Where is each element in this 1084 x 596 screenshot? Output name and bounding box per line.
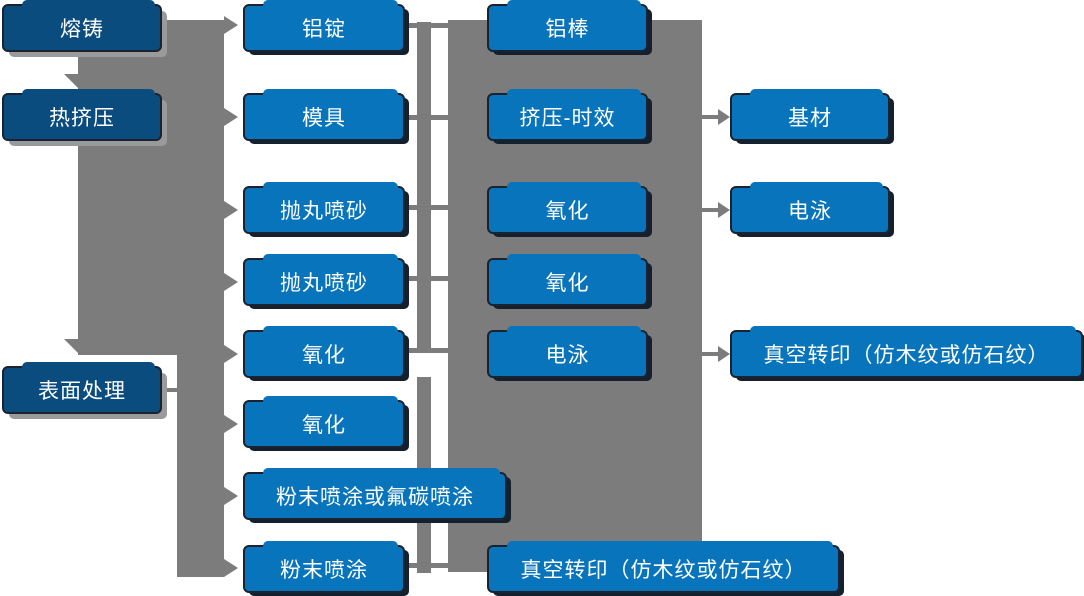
arrow-to-aluminum-ingot (224, 16, 238, 34)
arrow-to-oxidation-1 (224, 345, 238, 363)
node-powder-or-fluorocarbon-coating: 粉末喷涂或氟碳喷涂 (243, 468, 507, 520)
connector-vertical-line-upper (417, 22, 431, 353)
band-surface-treatment (177, 350, 224, 577)
band-casting-extrusion (78, 20, 224, 355)
arrow-to-shot-blasting-1 (224, 201, 238, 219)
connector-surface-treatment-stub (160, 388, 177, 392)
node-substrate: 基材 (730, 89, 890, 141)
node-oxidation-3: 氧化 (487, 182, 648, 234)
node-aluminum-rod: 铝棒 (487, 0, 648, 52)
node-extrusion-aging: 挤压-时效 (487, 89, 648, 141)
shaft-to-vacuum-transfer (702, 352, 720, 356)
node-vacuum-transfer-print-1: 真空转印（仿木纹或仿石纹） (487, 541, 840, 593)
tick-shot-blasting-2 (405, 276, 448, 281)
tick-mold (405, 115, 448, 120)
node-oxidation-4: 氧化 (487, 254, 648, 306)
arrow-down-to-hot-extrusion (64, 74, 92, 88)
node-mold: 模具 (243, 89, 405, 141)
arrow-to-vacuum-transfer (718, 346, 730, 362)
node-oxidation-1: 氧化 (243, 326, 405, 378)
arrow-to-powder-coating (224, 559, 238, 577)
arrow-to-powder-fluorocarbon (224, 487, 238, 505)
tick-oxidation-1 (405, 348, 448, 353)
node-shot-blasting-1: 抛丸喷砂 (243, 182, 405, 234)
tick-powder-coating-row (405, 563, 448, 568)
node-shot-blasting-2: 抛丸喷砂 (243, 254, 405, 306)
node-surface-treatment: 表面处理 (2, 362, 162, 414)
arrow-to-mold (224, 108, 238, 126)
tick-shot-blasting-1 (405, 205, 448, 210)
arrow-to-substrate (718, 109, 730, 125)
node-powder-coating: 粉末喷涂 (243, 541, 405, 593)
arrow-to-shot-blasting-2 (224, 273, 238, 291)
shaft-to-substrate (702, 115, 720, 119)
node-vacuum-transfer-print-2: 真空转印（仿木纹或仿石纹） (730, 326, 1083, 378)
arrow-to-oxidation-2 (224, 415, 238, 433)
node-electrophoresis-1: 电泳 (487, 326, 648, 378)
arrow-down-to-surface-treatment (64, 339, 92, 353)
node-aluminum-ingot: 铝锭 (243, 0, 405, 52)
node-oxidation-2: 氧化 (243, 396, 405, 448)
node-electrophoresis-2: 电泳 (730, 182, 890, 234)
tick-aluminum-ingot (405, 23, 448, 28)
shaft-to-electrophoresis (702, 208, 720, 212)
node-hot-extrusion: 热挤压 (2, 89, 162, 141)
node-melting-casting: 熔铸 (2, 0, 162, 52)
arrow-to-electrophoresis (718, 202, 730, 218)
